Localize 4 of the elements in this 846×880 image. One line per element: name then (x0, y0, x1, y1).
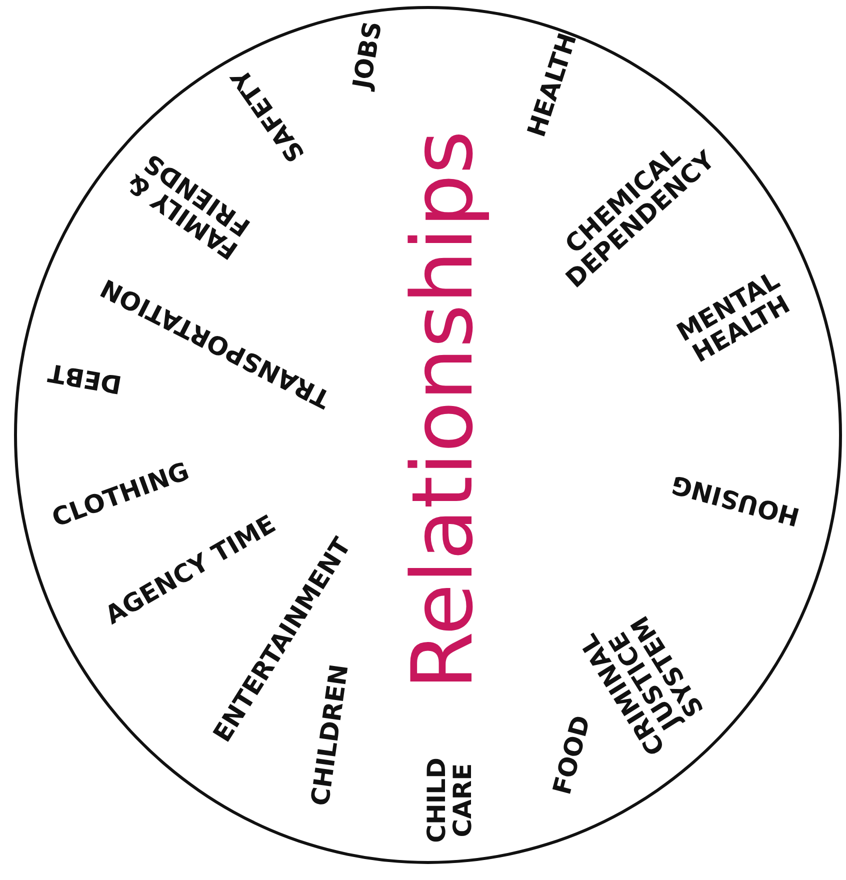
word-label: CHILD CARE (424, 756, 476, 844)
title-text: Relationships (398, 130, 486, 690)
circle-outline (14, 6, 842, 864)
word-label: JOBS (349, 20, 387, 91)
